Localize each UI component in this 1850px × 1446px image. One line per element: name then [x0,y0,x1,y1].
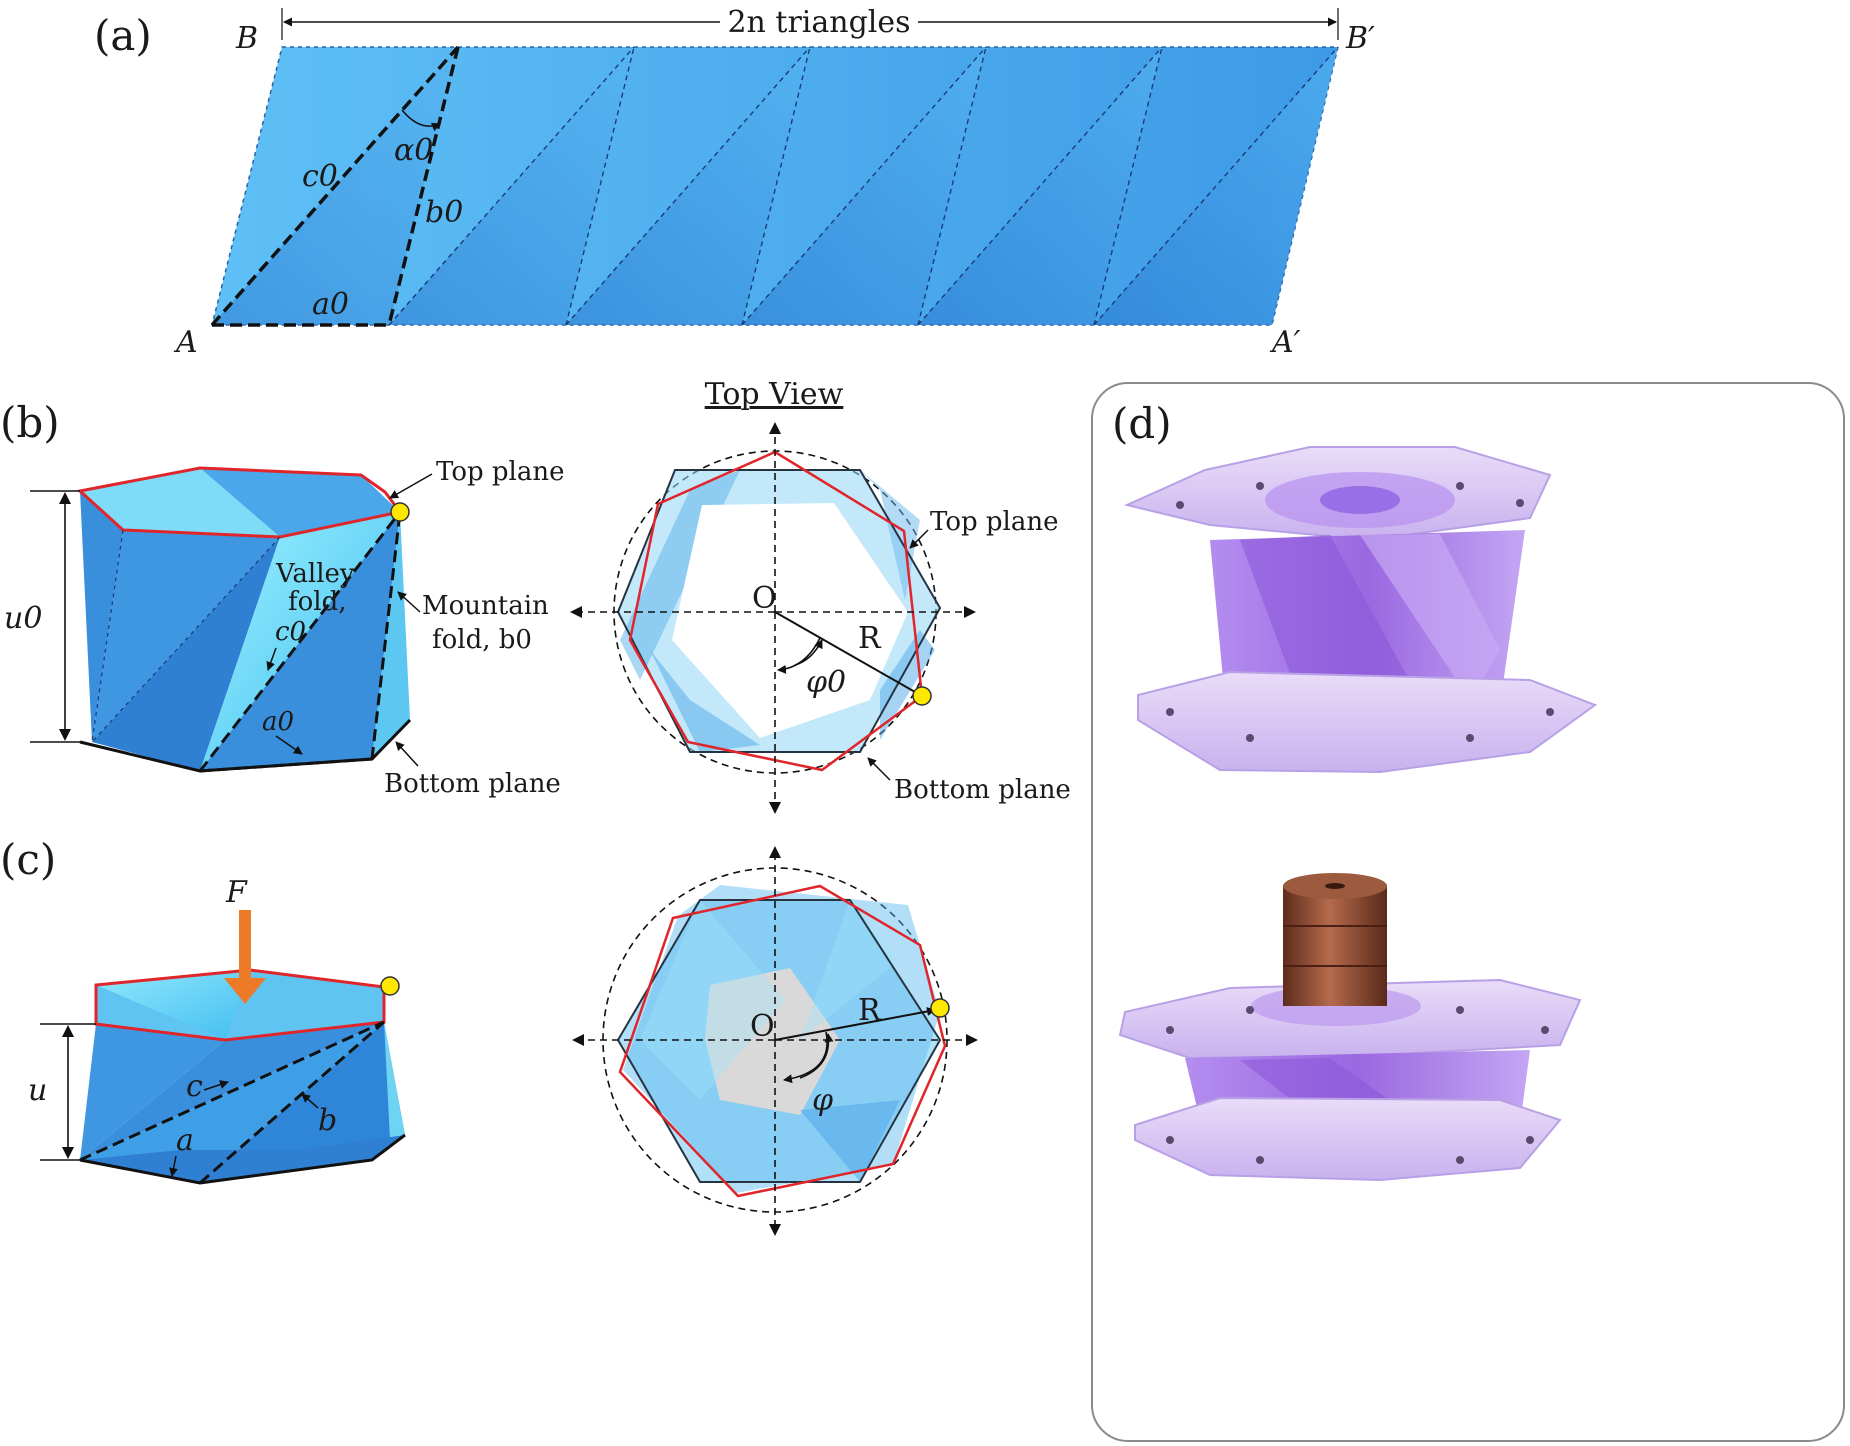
b-bottom-plane-label: Bottom plane [384,769,561,799]
corner-Bp: B′ [1345,21,1375,56]
tv-angle: φ0 [806,665,846,700]
label-b0: b0 [425,195,463,230]
panel-a-label: (a) [94,11,152,60]
corner-A: A [173,325,198,360]
top-view-c: O R φ [572,846,978,1236]
valley-label-1: Valley [275,559,355,589]
c-origin: O [750,1009,775,1044]
c-radius: R [858,993,882,1028]
edge-label-a0: a0 [262,707,294,737]
tv-origin: O [752,581,777,616]
panel-d-label: (d) [1112,399,1172,448]
c-top-heptagon [618,884,947,1198]
tv-radius: R [858,621,882,656]
force-label: F [225,875,248,910]
panel-c: (c) F u c b a [0,835,406,1185]
force-arrow-shaft [239,910,251,980]
c-height-label: u [28,1073,47,1108]
top-heptagon [628,450,924,772]
bottom-outline [79,718,412,773]
c-edge-b: b [318,1103,337,1138]
top-marker [390,502,410,522]
mountain-label-1: Mountain [422,591,549,621]
span-label: 2n triangles [727,5,910,40]
panel-d: (d) [1091,382,1845,1442]
top-view-b: Top View O R φ0 Top plane Bottom plane [570,377,1071,814]
panel-b-label: (b) [0,398,60,447]
top-view-title: Top View [705,377,844,412]
tv-top-plane-label: Top plane [930,507,1058,537]
force-arrow-head [224,978,266,1004]
valley-label-sym: c0 [275,617,306,647]
b-top-plane-label: Top plane [436,457,564,487]
c-edge-c: c [186,1069,203,1104]
copper-weights [1283,873,1387,1006]
label-a0: a0 [312,287,349,322]
label-c0: c0 [302,159,338,194]
panel-a: (a) c [94,5,1375,360]
prototype-compressed [1118,873,1582,1182]
corner-Ap: A′ [1269,325,1301,360]
alpha0-arc [401,109,441,132]
panel-c-label: (c) [0,835,56,884]
prototype-uncompressed [1123,446,1598,774]
c-edge-a: a [176,1123,194,1158]
panel-b: (b) u0 Top plane Valley fold, c0 [0,398,564,799]
valley-label-2: fold, [288,587,347,617]
c-center-region [705,968,840,1115]
top-plane-outline [76,466,403,539]
tv-bottom-plane-label: Bottom plane [894,775,1071,805]
c-angle: φ [812,1083,833,1118]
unit-triangle [210,45,460,327]
mountain-label-2: fold, b0 [432,625,532,655]
height-label-u0: u0 [4,601,42,636]
sheet-creases [388,46,1339,326]
corner-B: B [235,21,258,56]
label-alpha0: α0 [394,133,433,168]
radius-line [774,611,923,697]
